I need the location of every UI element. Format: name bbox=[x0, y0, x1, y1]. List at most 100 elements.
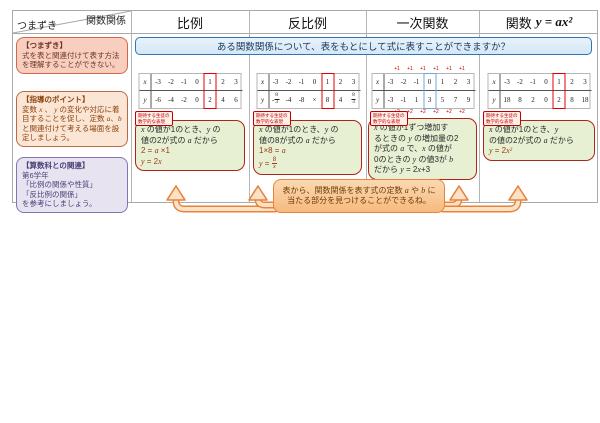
arrows-graphic bbox=[166, 185, 528, 213]
up-arrow-icon bbox=[449, 185, 469, 201]
arithmetic-relation-body: 第6学年 「比例の関係や性質」 「反比例の関係」 を参考にしましょう。 bbox=[22, 170, 97, 209]
increment-labels-top: +1+1+1+1+1+1 bbox=[394, 66, 465, 72]
table-cell: y bbox=[489, 91, 501, 108]
table-cell: -4 bbox=[168, 95, 174, 104]
table-cell: 8 bbox=[518, 95, 522, 104]
table-cell: 3 bbox=[427, 95, 432, 104]
table-cell: 18 bbox=[581, 95, 589, 104]
table-cell: 2 bbox=[334, 74, 347, 91]
expression-tag-line: 期待する生徒の bbox=[373, 113, 405, 118]
question-text: ある関数関係について、表をもとにして式に表すことができますか？ bbox=[216, 42, 511, 53]
callout-line: の値の2が式の a だから bbox=[489, 135, 574, 145]
guidance-points-body: 変数 x 、 y の変化や対応に着目することを促し、定数 a、b と関連付けて考… bbox=[22, 104, 122, 143]
expression-tag-line: 期待する生徒の bbox=[256, 113, 288, 118]
arithmetic-relation-title: 【算数科との関連】 bbox=[22, 161, 90, 170]
callout-line: x の値が1のとき、y bbox=[489, 125, 559, 134]
table-cell: -1 bbox=[410, 74, 423, 91]
table-cell: -3 bbox=[151, 74, 165, 91]
column-divider bbox=[249, 11, 250, 202]
expression-tag-line: 数学的な表現 bbox=[138, 118, 165, 124]
table-cell: 4 bbox=[338, 95, 343, 104]
table-cell: -8 bbox=[298, 95, 305, 104]
expression-tag: 期待する生徒の数学的な表現 bbox=[370, 111, 408, 126]
table-cell: 2 bbox=[208, 95, 212, 104]
highlight-box bbox=[203, 73, 217, 109]
table-cell: 18 bbox=[503, 95, 511, 104]
callout-line: y = 2x² bbox=[489, 146, 513, 155]
expression-tag: 期待する生徒の数学的な表現 bbox=[483, 111, 521, 126]
callout-line: y = 2x bbox=[141, 156, 162, 166]
conclusion-line: 当たる部分を見つけることができるね。 bbox=[287, 196, 431, 205]
expression-tag-line: 数学的な表現 bbox=[373, 118, 400, 124]
table-cell: 0 bbox=[190, 74, 204, 91]
table-cell: -3 bbox=[500, 74, 514, 91]
table-cell: 0 bbox=[539, 74, 553, 91]
table-cell: 0 bbox=[544, 95, 548, 104]
callout-line: 値の2が式の a だから bbox=[141, 135, 218, 145]
column-divider bbox=[131, 11, 132, 202]
callout-line: 値の8が式の a だから bbox=[259, 135, 336, 145]
table-cell: 1 bbox=[321, 74, 334, 91]
table-cell: 7 bbox=[453, 95, 458, 104]
table-cell: -3 bbox=[269, 74, 282, 91]
table-cell: y bbox=[372, 91, 384, 108]
table-cell: -2 bbox=[181, 95, 187, 104]
table-cell: 2 bbox=[557, 95, 561, 104]
question-banner: ある関数関係について、表をもとにして式に表すことができますか？ bbox=[135, 37, 592, 55]
highlight-box bbox=[552, 73, 566, 109]
guidance-points-box: 【指導のポイント】 変数 x 、 y の変化や対応に着目することを促し、定数 a… bbox=[16, 91, 128, 147]
diagonal-divider bbox=[13, 11, 131, 33]
corner-label-function-relation: 関数関係 bbox=[86, 16, 126, 27]
stumble-box-body: 式を表と関連付けて表す方法を理解することができない。 bbox=[22, 50, 120, 70]
table-cell: y bbox=[257, 91, 269, 108]
column-divider bbox=[366, 11, 367, 202]
expression-tag-line: 期待する生徒の bbox=[486, 113, 518, 118]
expression-tag-line: 期待する生徒の bbox=[138, 113, 170, 118]
highlight-box bbox=[423, 73, 436, 109]
column-divider bbox=[479, 11, 480, 202]
up-arrow-icon bbox=[166, 185, 186, 201]
table-cell: -3 bbox=[387, 95, 394, 104]
table-cell: -2 bbox=[282, 74, 295, 91]
conclusion-banner: 表から、関数関係を表す式の定数 a や b に 当たる部分を見つけることができる… bbox=[273, 179, 445, 213]
column-header-inverse-proportion: 反比例 bbox=[287, 15, 327, 31]
table-cell: 1 bbox=[436, 74, 449, 91]
expression-tag: 期待する生徒の数学的な表現 bbox=[253, 111, 291, 126]
callout-line: が式の a で、x の値が bbox=[374, 144, 452, 153]
callout-line: x の値が1ずつ増加す bbox=[374, 123, 449, 132]
stumble-box-title: 【つまずき】 bbox=[22, 41, 67, 50]
table-cell: × bbox=[312, 95, 317, 104]
table-cell: 3 bbox=[578, 74, 592, 91]
table-cell: -3 bbox=[384, 74, 397, 91]
table-cell: -4 bbox=[285, 95, 292, 104]
table-cell: -1 bbox=[400, 95, 407, 104]
callout-line: だから y = 2x+3 bbox=[374, 165, 431, 174]
guidance-points-title: 【指導のポイント】 bbox=[22, 95, 90, 104]
highlight-box bbox=[321, 73, 334, 109]
expression-tag-line: 数学的な表現 bbox=[486, 118, 513, 124]
header-divider bbox=[13, 33, 597, 34]
table-cell: 2 bbox=[565, 74, 579, 91]
table-cell: y bbox=[140, 91, 152, 108]
table-cell: 0 bbox=[195, 95, 199, 104]
table-cell: 9 bbox=[466, 95, 471, 104]
table-cell: 2 bbox=[449, 74, 462, 91]
table-cell: x bbox=[372, 74, 384, 91]
formula-label: y = ax² bbox=[535, 14, 573, 29]
callout-line: 1×8 = a bbox=[259, 146, 286, 155]
